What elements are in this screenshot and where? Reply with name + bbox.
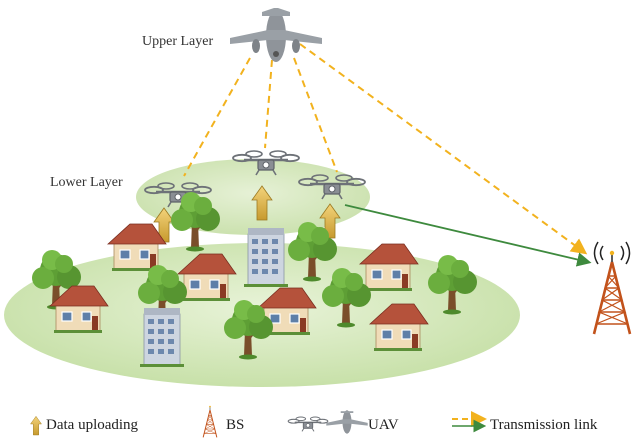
tower-icon — [202, 405, 218, 438]
legend-item-uav: UAV — [287, 410, 399, 434]
legend: Data uploading BS UAV Transmission link — [30, 405, 598, 438]
link-plane-to-drone-3 — [293, 57, 338, 173]
link-plane-to-drone-2 — [264, 59, 273, 149]
plane-icon — [326, 410, 368, 434]
building — [139, 307, 185, 368]
lower-layer-label: Lower Layer — [50, 175, 123, 190]
transmission-links — [183, 43, 588, 255]
building — [243, 227, 289, 288]
legend-item-data-uploading: Data uploading — [30, 416, 139, 436]
legend-item-transmission-link: Transmission link — [452, 411, 598, 433]
legend-transmission-link-label: Transmission link — [490, 417, 598, 433]
house — [107, 223, 167, 272]
tower-icon — [592, 249, 632, 336]
legend-uav-label: UAV — [368, 417, 399, 433]
up-arrow-icon — [30, 416, 42, 436]
plane-icon — [230, 8, 322, 62]
drone-icon — [287, 416, 329, 433]
legend-data-uploading-label: Data uploading — [46, 417, 139, 433]
legend-bs-label: BS — [226, 417, 244, 433]
legend-item-bs: BS — [202, 405, 244, 438]
base-station — [592, 241, 632, 336]
link-drone-to-bs — [344, 204, 592, 267]
upper-layer-label: Upper Layer — [142, 34, 213, 49]
link-plane-to-drone-1 — [183, 57, 251, 177]
link-plane-to-bs — [299, 43, 588, 255]
